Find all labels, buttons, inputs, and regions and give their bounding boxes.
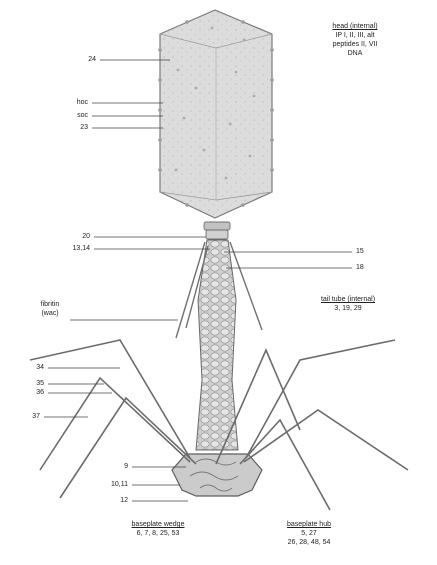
- label-18: 18: [356, 263, 364, 272]
- label-fibritin: fibritin (wac): [30, 300, 70, 318]
- head-internal-line4: DNA: [316, 49, 394, 58]
- label-37: 37: [4, 412, 40, 421]
- baseplate-wedge-line2: 6, 7, 8, 25, 53: [108, 529, 208, 538]
- label-fibritin-line2: (wac): [30, 309, 70, 318]
- baseplate-hub-title: baseplate hub: [264, 520, 354, 529]
- label-35: 35: [8, 379, 44, 388]
- label-24: 24: [60, 55, 96, 64]
- label-36: 36: [8, 388, 44, 397]
- label-23: 23: [50, 123, 88, 132]
- label-tail-tube: tail tube (internal) 3, 19, 29: [300, 295, 396, 313]
- label-head-internal: head (internal) IP I, II, III, alt pepti…: [316, 22, 394, 58]
- tail-sheath: [196, 240, 238, 450]
- label-baseplate-hub: baseplate hub 5, 27 26, 28, 48, 54: [264, 520, 354, 547]
- label-34: 34: [8, 363, 44, 372]
- label-15: 15: [356, 247, 364, 256]
- head-internal-line2: IP I, II, III, alt: [316, 31, 394, 40]
- head-internal-line3: peptides II, VII: [316, 40, 394, 49]
- label-hoc: hoc: [50, 98, 88, 107]
- label-fibritin-line1: fibritin: [30, 300, 70, 309]
- baseplate-hub-line3: 26, 28, 48, 54: [264, 538, 354, 547]
- baseplate-hub-line2: 5, 27: [264, 529, 354, 538]
- capsid-head: [160, 10, 272, 218]
- label-baseplate-wedge: baseplate wedge 6, 7, 8, 25, 53: [108, 520, 208, 538]
- label-13-14: 13,14: [52, 244, 90, 253]
- head-internal-title: head (internal): [316, 22, 394, 31]
- tail-tube-title: tail tube (internal): [300, 295, 396, 304]
- tail-tube-line2: 3, 19, 29: [300, 304, 396, 313]
- baseplate-wedge-title: baseplate wedge: [108, 520, 208, 529]
- neck-portal: [204, 222, 230, 239]
- label-9: 9: [92, 462, 128, 471]
- label-20: 20: [52, 232, 90, 241]
- label-12: 12: [92, 496, 128, 505]
- label-soc: soc: [50, 111, 88, 120]
- label-10-11: 10,11: [92, 480, 128, 489]
